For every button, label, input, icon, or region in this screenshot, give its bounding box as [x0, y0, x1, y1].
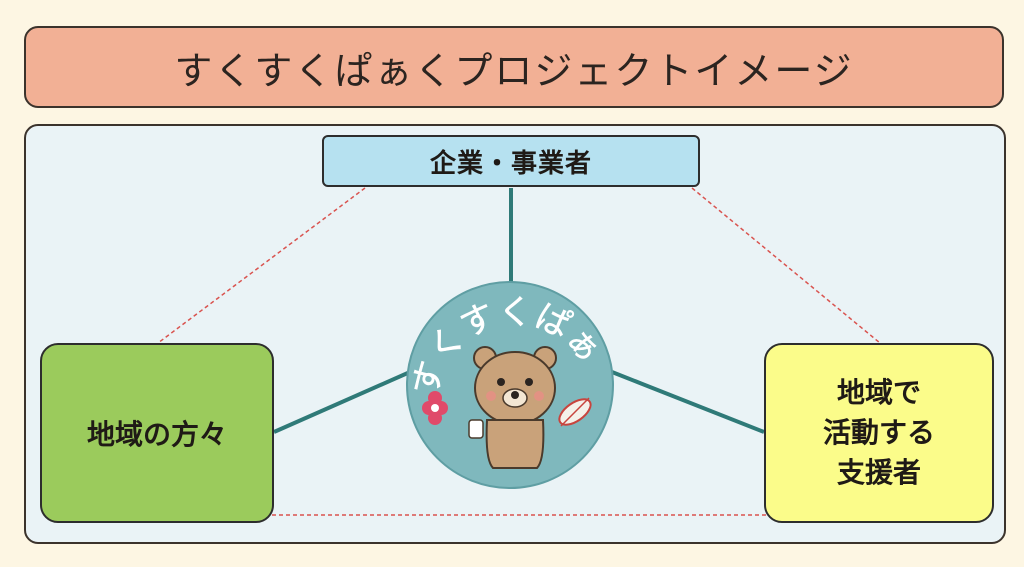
solid-link-right-center — [611, 370, 765, 434]
node-supporters-line-1: 地域で — [836, 376, 921, 409]
flower-icon — [422, 391, 448, 425]
node-companies-label: 企業・事業者 — [429, 148, 592, 179]
dashed-link-top-left — [157, 187, 366, 344]
node-local-residents-label: 地域の方々 — [86, 418, 227, 451]
solid-link-left-center — [273, 370, 411, 434]
node-supporters-line-3: 支援者 — [836, 456, 921, 489]
node-local-supporters: 地域で 活動する 支援者 — [764, 343, 994, 523]
page-title: すくすくぱぁくプロジェクトイメージ — [174, 48, 854, 93]
title-bar: すくすくぱぁくプロジェクトイメージ — [24, 26, 1004, 108]
center-logo: すくすくぱぁく — [405, 280, 614, 489]
leaf-icon — [558, 397, 592, 427]
bear-mascot-icon — [468, 346, 557, 469]
node-companies: 企業・事業者 — [322, 135, 700, 187]
node-supporters-line-2: 活動する — [822, 416, 935, 449]
node-local-residents: 地域の方々 — [40, 343, 274, 523]
dashed-link-top-right — [691, 187, 881, 344]
